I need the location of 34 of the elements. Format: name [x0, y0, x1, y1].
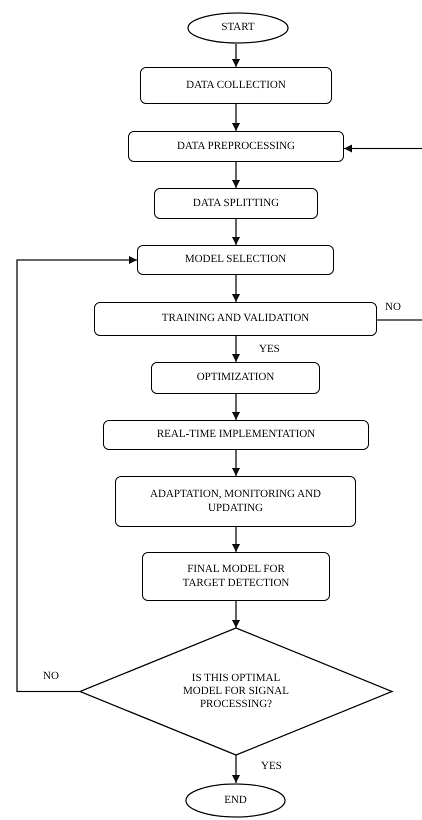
process-box	[128, 131, 344, 162]
process-box	[142, 552, 330, 601]
step-label: IS THIS OPTIMAL MODEL FOR SIGNAL PROCESSING?	[182, 672, 290, 712]
step-label: ADAPTATION, MONITORING AND UPDATING	[149, 488, 322, 515]
step-label: END	[223, 794, 248, 808]
step-label: REAL-TIME IMPLEMENTATION	[156, 428, 316, 442]
process-box	[140, 67, 332, 104]
arrow	[232, 601, 240, 628]
process-box	[137, 245, 334, 275]
arrow	[232, 275, 240, 302]
step-label: DATA SPLITTING	[192, 196, 280, 210]
step-label: START	[220, 21, 256, 35]
arrow	[16, 256, 137, 692]
arrow	[232, 755, 240, 783]
arrow	[344, 144, 422, 152]
step-label: FINAL MODEL FOR TARGET DETECTION	[182, 563, 290, 590]
arrow	[232, 219, 240, 245]
process-box	[115, 476, 356, 527]
step-label: OPTIMIZATION	[196, 371, 276, 385]
step-label: DATA COLLECTION	[185, 78, 287, 92]
process-box	[151, 362, 320, 394]
step-label: DATA PREPROCESSING	[176, 140, 296, 154]
process-box	[103, 420, 369, 450]
arrow	[232, 44, 240, 67]
arrow	[232, 394, 240, 420]
arrow	[232, 104, 240, 131]
process-box	[154, 188, 318, 219]
arrow	[232, 450, 240, 476]
step-label: MODEL SELECTION	[184, 253, 288, 267]
process-box	[94, 302, 377, 336]
arrow	[232, 527, 240, 552]
step-label: TRAINING AND VALIDATION	[160, 312, 310, 326]
arrow	[232, 336, 240, 362]
arrow	[232, 162, 240, 188]
